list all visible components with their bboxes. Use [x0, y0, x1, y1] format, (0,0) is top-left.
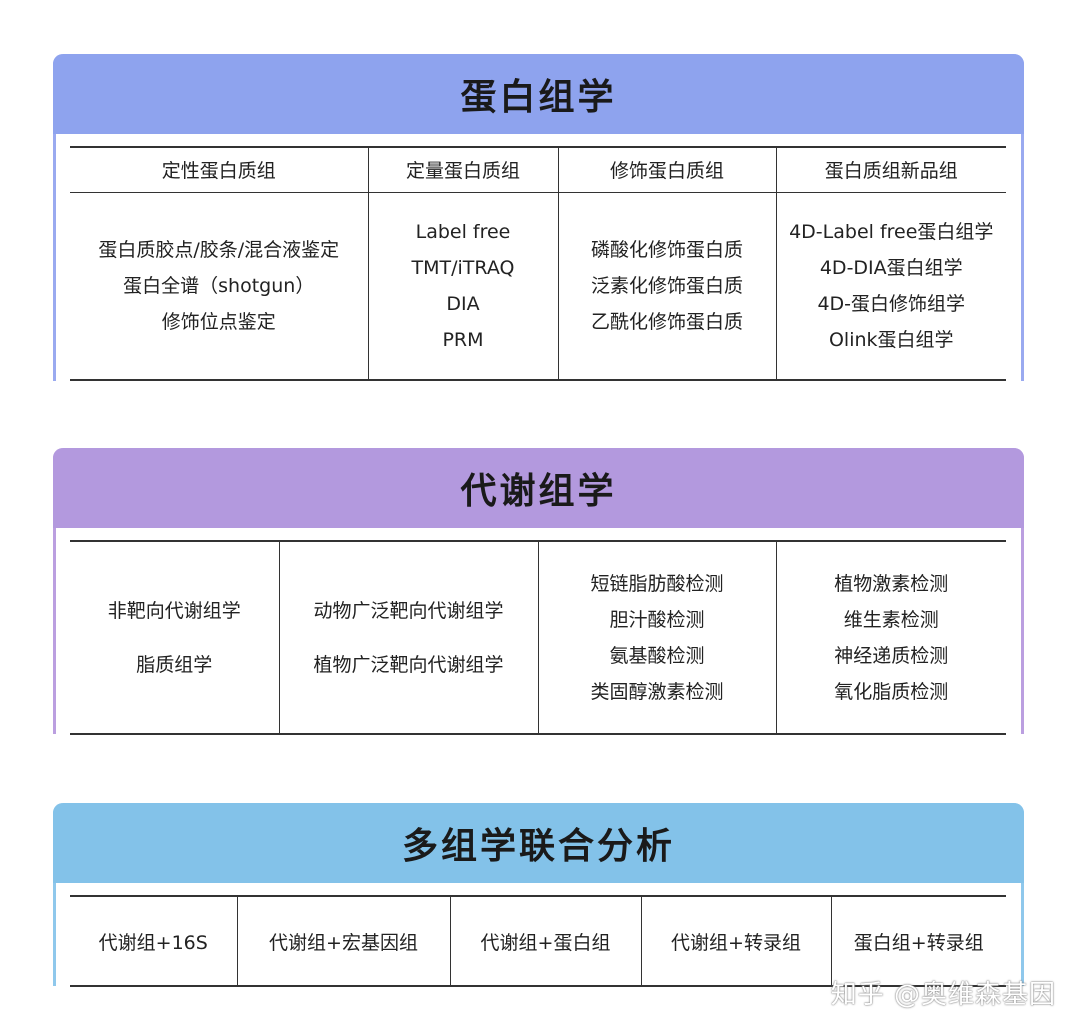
metabolomics-title: 代谢组学: [53, 448, 1024, 528]
list-item: 神经递质检测: [834, 644, 949, 667]
list-item: 氨基酸检测: [609, 644, 705, 667]
header-new-products: 蛋白质组新品组: [775, 146, 1006, 193]
modification-cell: 磷酸化修饰蛋白质 泛素化修饰蛋白质 乙酰化修饰蛋白质: [557, 192, 776, 381]
list-item: 4D-DIA蛋白组学: [819, 256, 963, 279]
multiomics-item-3: 代谢组+蛋白组: [449, 895, 641, 987]
header-modification: 修饰蛋白质组: [557, 146, 776, 193]
quantitative-cell: Label free TMT/iTRAQ DIA PRM: [367, 192, 558, 381]
list-item: 氧化脂质检测: [834, 680, 949, 703]
list-item: TMT/iTRAQ: [411, 256, 515, 279]
multiomics-item-4: 代谢组+转录组: [640, 895, 831, 987]
multiomics-item-5: 蛋白组+转录组: [830, 895, 1006, 987]
multiomics-card: 多组学联合分析 代谢组+16S 代谢组+宏基因组 代谢组+蛋白组 代谢组+转录组…: [53, 803, 1024, 987]
header-qualitative: 定性蛋白质组: [70, 146, 368, 193]
list-item: Label free: [415, 220, 511, 243]
proteomics-title: 蛋白组学: [53, 54, 1024, 134]
proteomics-table: 定性蛋白质组 定量蛋白质组 修饰蛋白质组 蛋白质组新品组 蛋白质胶点/胶条/混合…: [70, 146, 1006, 381]
untargeted-cell: 非靶向代谢组学 脂质组学: [70, 540, 279, 735]
multiomics-title: 多组学联合分析: [53, 803, 1024, 883]
list-item: 非靶向代谢组学: [107, 599, 241, 622]
multiomics-item-1: 代谢组+16S: [70, 895, 237, 987]
watermark: 知乎 @奥维森基因: [830, 980, 1056, 1010]
list-item: 植物激素检测: [834, 572, 949, 595]
list-item: 4D-蛋白修饰组学: [817, 292, 966, 315]
list-item: 4D-Label free蛋白组学: [789, 220, 994, 243]
list-item: 乙酰化修饰蛋白质: [590, 310, 743, 333]
proteomics-card: 蛋白组学 定性蛋白质组 定量蛋白质组 修饰蛋白质组 蛋白质组新品组 蛋白质胶点/…: [53, 54, 1024, 381]
list-item: 泛素化修饰蛋白质: [590, 274, 743, 297]
list-item: 类固醇激素检测: [590, 680, 724, 703]
list-item: 维生素检测: [843, 608, 939, 631]
qualitative-cell: 蛋白质胶点/胶条/混合液鉴定 蛋白全谱（shotgun） 修饰位点鉴定: [70, 192, 368, 381]
hormone-assays-cell: 植物激素检测 维生素检测 神经递质检测 氧化脂质检测: [775, 540, 1006, 735]
new-products-cell: 4D-Label free蛋白组学 4D-DIA蛋白组学 4D-蛋白修饰组学 O…: [775, 192, 1006, 381]
metabolomics-card: 代谢组学 非靶向代谢组学 脂质组学 动物广泛靶向代谢组学 植物广泛靶向代谢组学 …: [53, 448, 1024, 735]
list-item: 动物广泛靶向代谢组学: [313, 599, 504, 622]
targeted-assays-cell: 短链脂肪酸检测 胆汁酸检测 氨基酸检测 类固醇激素检测: [537, 540, 776, 735]
list-item: 蛋白质胶点/胶条/混合液鉴定: [98, 238, 340, 261]
list-item: 脂质组学: [136, 653, 213, 676]
list-item: 短链脂肪酸检测: [590, 572, 724, 595]
multiomics-item-2: 代谢组+宏基因组: [236, 895, 450, 987]
header-quantitative: 定量蛋白质组: [367, 146, 558, 193]
multiomics-table: 代谢组+16S 代谢组+宏基因组 代谢组+蛋白组 代谢组+转录组 蛋白组+转录组: [70, 895, 1006, 987]
metabolomics-table: 非靶向代谢组学 脂质组学 动物广泛靶向代谢组学 植物广泛靶向代谢组学 短链脂肪酸…: [70, 540, 1006, 735]
list-item: 植物广泛靶向代谢组学: [313, 653, 504, 676]
list-item: 胆汁酸检测: [609, 608, 705, 631]
list-item: 修饰位点鉴定: [161, 310, 276, 333]
list-item: Olink蛋白组学: [828, 328, 954, 351]
widely-targeted-cell: 动物广泛靶向代谢组学 植物广泛靶向代谢组学: [278, 540, 538, 735]
list-item: 蛋白全谱（shotgun）: [123, 274, 315, 297]
list-item: DIA: [446, 292, 480, 315]
list-item: 磷酸化修饰蛋白质: [590, 238, 743, 261]
list-item: PRM: [442, 328, 484, 351]
